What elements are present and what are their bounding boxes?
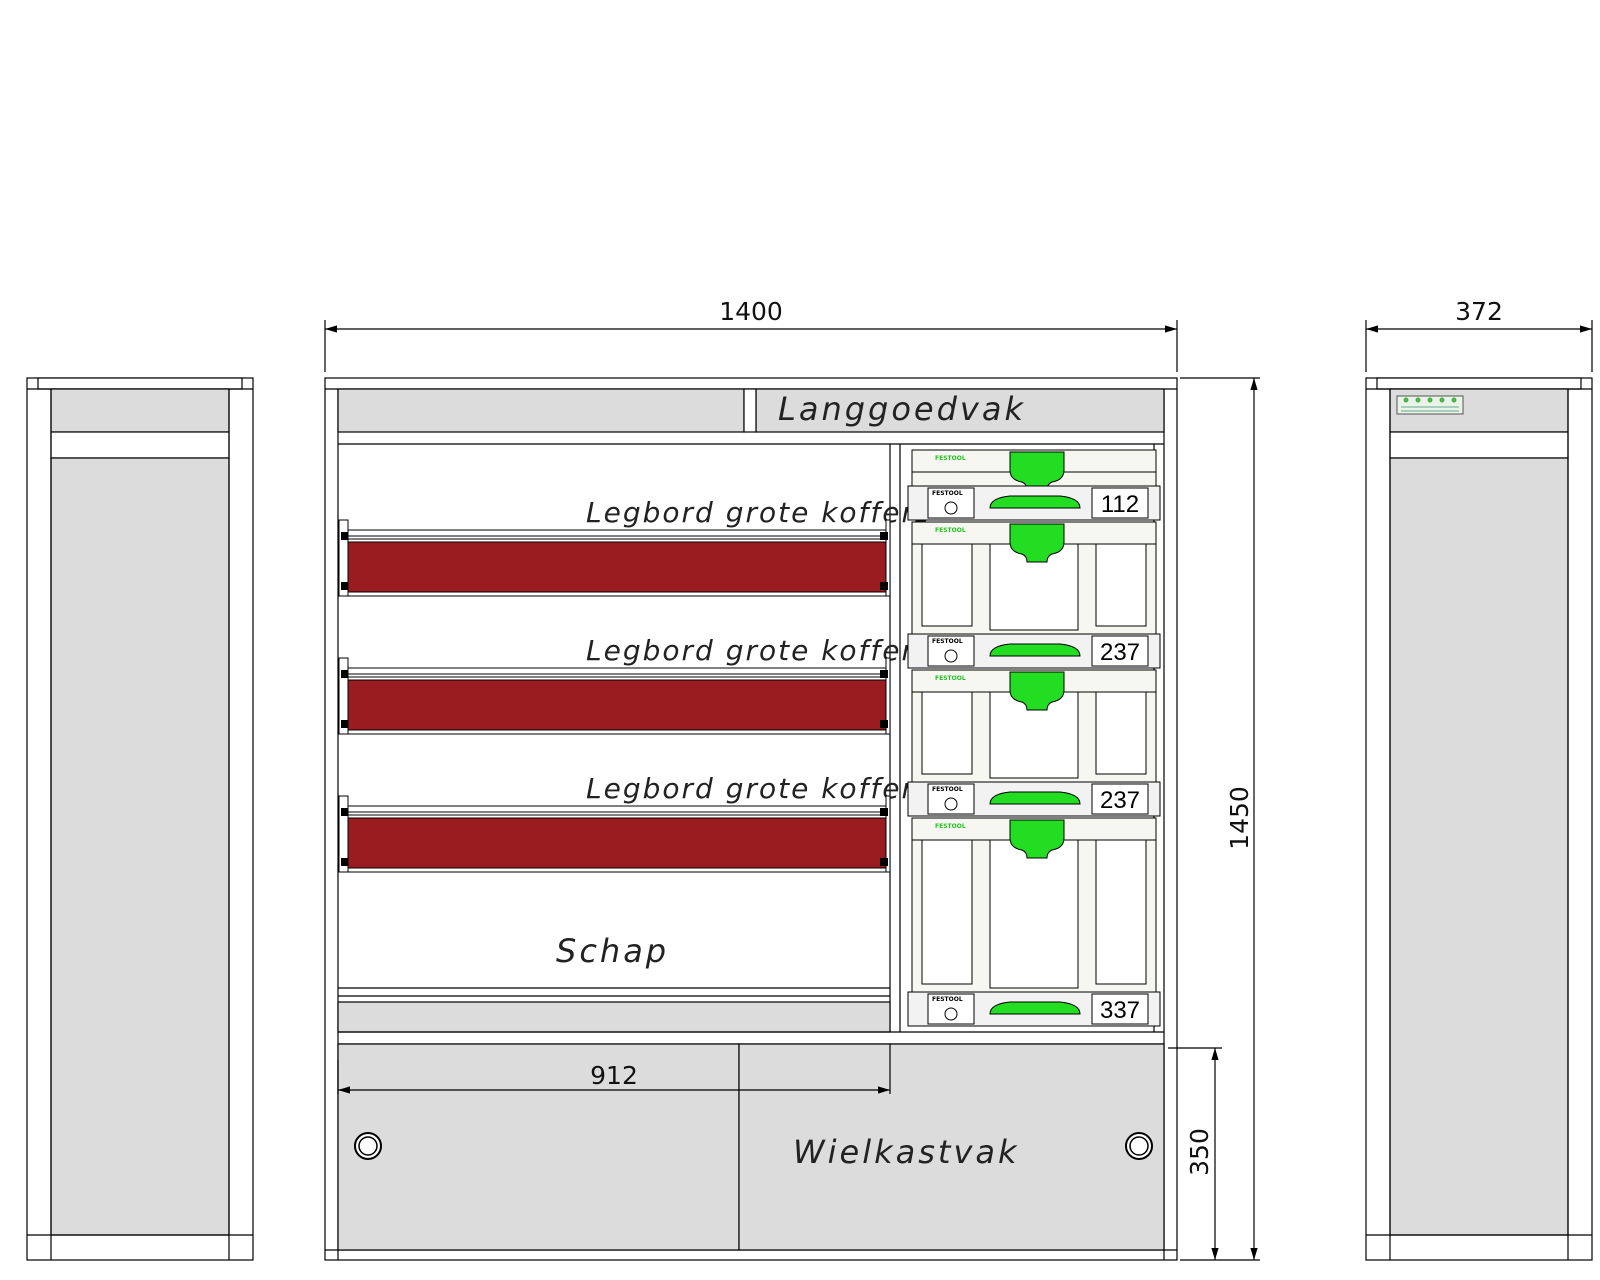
pullout-shelf: Legbord grote koffers xyxy=(338,772,932,873)
systainer-recess xyxy=(921,691,973,775)
slide-mechanism xyxy=(341,720,348,728)
systainer: FESTOOL FESTOOL 237 xyxy=(907,669,1161,817)
dim-wheel-height: 350 xyxy=(1185,1128,1214,1176)
brand-text: FESTOOL xyxy=(932,490,963,497)
latch-icon xyxy=(1009,523,1065,563)
knob-icon xyxy=(354,1132,382,1160)
slide-mechanism xyxy=(880,670,888,678)
shelf-front xyxy=(347,541,887,593)
slide-mechanism xyxy=(341,582,348,590)
systainer: FESTOOL FESTOOL 337 xyxy=(907,817,1161,1027)
handle-icon xyxy=(989,791,1081,805)
systainer-size: 337 xyxy=(1100,997,1140,1024)
shelf-label: Schap xyxy=(556,932,669,970)
slide-mechanism xyxy=(880,808,888,816)
pullout-shelf: Legbord grote koffers xyxy=(338,496,932,597)
shelf-bracket xyxy=(885,519,891,597)
size-box xyxy=(1091,635,1149,667)
dim-front-width: 1400 xyxy=(719,297,783,326)
systainer-recess xyxy=(1095,543,1147,627)
size-box xyxy=(1091,783,1149,815)
dimension-lines xyxy=(324,320,1593,1261)
knob-icon xyxy=(1125,1132,1153,1160)
systainer-recess xyxy=(921,543,973,627)
size-box xyxy=(1091,993,1149,1025)
shelf-front xyxy=(347,679,887,731)
brand-text: FESTOOL xyxy=(935,823,966,830)
wheel-box-label: Wielkastvak xyxy=(793,1133,1020,1171)
shelf-rail xyxy=(347,667,887,675)
lock-icon xyxy=(944,501,958,515)
side-label-plate xyxy=(1396,395,1464,415)
brand-text: FESTOOL xyxy=(932,638,963,645)
handle-icon xyxy=(989,643,1081,657)
slide-mechanism xyxy=(341,670,348,678)
shelf-caption: Legbord grote koffers xyxy=(586,772,932,805)
lock-icon xyxy=(944,1007,958,1021)
shelf-bracket xyxy=(338,519,349,597)
shelf-bracket xyxy=(338,795,349,873)
brand-text: FESTOOL xyxy=(935,675,966,682)
shelf-rail xyxy=(347,529,887,537)
systainer-recess xyxy=(921,839,973,985)
shelf-bracket xyxy=(885,657,891,735)
shelf-bracket xyxy=(885,795,891,873)
systainer-size: 112 xyxy=(1101,491,1139,518)
slide-mechanism xyxy=(880,582,888,590)
shelf-rail xyxy=(347,805,887,813)
systainer: FESTOOL FESTOOL 112 xyxy=(907,449,1161,521)
latch-icon xyxy=(1009,671,1065,711)
shelf-front xyxy=(347,817,887,869)
slide-mechanism xyxy=(341,532,348,540)
slide-mechanism xyxy=(880,858,888,866)
dim-left-section: 912 xyxy=(590,1061,638,1090)
handle-icon xyxy=(989,495,1081,509)
slide-mechanism xyxy=(880,720,888,728)
slide-mechanism xyxy=(341,858,348,866)
lock-icon xyxy=(944,797,958,811)
right-side-view xyxy=(1365,377,1593,1261)
brand-text: FESTOOL xyxy=(932,996,963,1003)
systainer-recess xyxy=(1095,839,1147,985)
systainer: FESTOOL FESTOOL 237 xyxy=(907,521,1161,669)
systainer-size: 237 xyxy=(1100,639,1140,666)
systainer-recess xyxy=(1095,691,1147,775)
latch-icon xyxy=(1009,819,1065,859)
lock-icon xyxy=(944,649,958,663)
left-side-view xyxy=(26,377,254,1261)
brand-text: FESTOOL xyxy=(935,455,966,462)
slide-mechanism xyxy=(341,808,348,816)
brand-text: FESTOOL xyxy=(932,786,963,793)
pullout-shelf: Legbord grote koffers xyxy=(338,634,932,735)
shelf-caption: Legbord grote koffers xyxy=(586,496,932,529)
brand-text: FESTOOL xyxy=(935,527,966,534)
long-goods-label: Langgoedvak xyxy=(778,390,1026,428)
systainer-label-field xyxy=(989,839,1079,989)
handle-icon xyxy=(989,1001,1081,1015)
shelf-caption: Legbord grote koffers xyxy=(586,634,932,667)
size-box xyxy=(1091,487,1149,519)
dim-side-width: 372 xyxy=(1455,297,1503,326)
shelf-bracket xyxy=(338,657,349,735)
dim-height: 1450 xyxy=(1225,786,1254,850)
slide-mechanism xyxy=(880,532,888,540)
systainer-size: 237 xyxy=(1100,787,1140,814)
